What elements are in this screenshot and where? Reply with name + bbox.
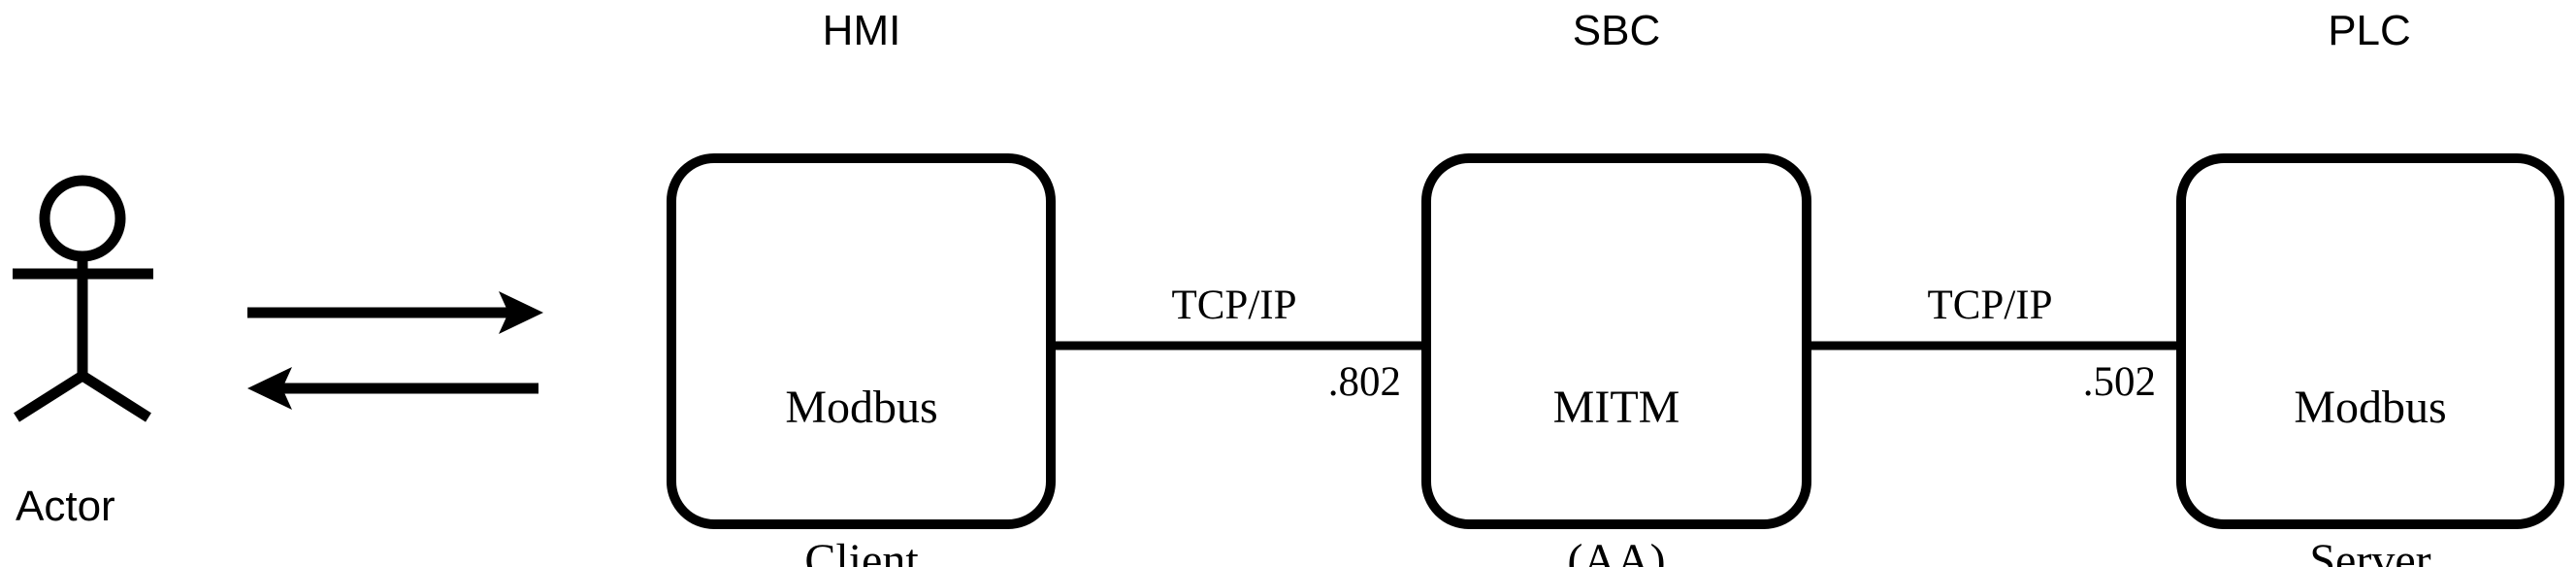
node-box-plc[interactable] xyxy=(2176,153,2564,529)
stick-figure-icon xyxy=(13,175,153,422)
node-box-sbc[interactable] xyxy=(1421,153,1811,529)
stick-figure-head xyxy=(39,175,126,262)
link-protocol-hmi-sbc: TCP/IP xyxy=(1171,283,1297,328)
node-text-sbc: MITM (AA) xyxy=(1553,291,1680,567)
actor-response-arrow xyxy=(247,367,538,410)
node-box-hmi[interactable] xyxy=(667,153,1056,529)
node-text-sbc-line-1: MITM xyxy=(1552,382,1680,433)
node-text-sbc-line-2: (AA) xyxy=(1567,535,1666,567)
actor-label: Actor xyxy=(16,483,115,530)
stick-figure-leg-right xyxy=(80,371,151,422)
link-port-hmi-sbc: .802 xyxy=(1327,359,1401,405)
actor-request-arrow xyxy=(247,291,543,334)
link-port-sbc-plc: .502 xyxy=(2082,359,2156,405)
node-text-plc-line-2: Server xyxy=(2309,535,2431,567)
zone-label-sbc: SBC xyxy=(1572,7,1661,54)
zone-label-plc: PLC xyxy=(2328,7,2411,54)
node-text-plc-line-1: Modbus xyxy=(2294,382,2447,433)
zone-label-hmi: HMI xyxy=(822,7,901,54)
node-text-plc: Modbus Server xyxy=(2294,291,2446,567)
node-text-hmi: Modbus Client xyxy=(785,291,937,567)
node-text-hmi-line-1: Modbus xyxy=(785,382,938,433)
link-protocol-sbc-plc: TCP/IP xyxy=(1927,283,2053,328)
actor-flow-arrows xyxy=(247,291,543,410)
stick-figure-leg-left xyxy=(14,371,85,422)
node-text-hmi-line-2: Client xyxy=(804,535,919,567)
